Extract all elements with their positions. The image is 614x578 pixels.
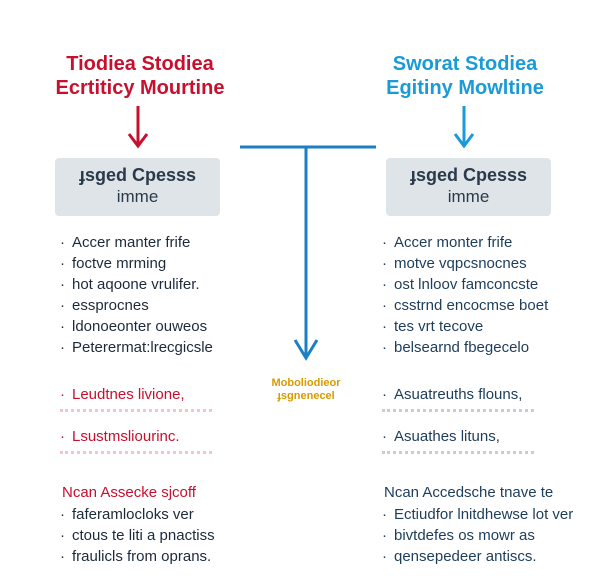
right-list-2b: Asuathes lituns,	[382, 426, 534, 454]
right-box-line2: imme	[447, 187, 490, 206]
list-item: motve vqpcsnocnes	[382, 253, 548, 274]
list-item: Peterermat:lrecgicsle	[60, 337, 213, 358]
right-bullet-list: Accer monter frife motve vqpcsnocnes ost…	[382, 232, 548, 358]
list-item: Ectiudfor lnitdhewse lot ver	[382, 504, 573, 525]
list-item: foctve mrming	[60, 253, 213, 274]
list-item: Lsustmsliourinc.	[60, 426, 212, 454]
middle-label-line1: Moboliodieor	[271, 377, 341, 389]
left-red-list-1: Leudtnes livione,	[60, 384, 212, 412]
right-down-arrow-icon	[453, 106, 475, 149]
list-item: ost lnloov famconcste	[382, 274, 548, 295]
list-item: Asuatreuths flouns,	[382, 384, 534, 412]
right-outro-list: Ectiudfor lnitdhewse lot ver bivtdefes o…	[382, 504, 573, 567]
left-title-line2: Ecrtiticy Mourtine	[55, 77, 225, 99]
list-item: tes vrt tecove	[382, 316, 548, 337]
list-item: ldonoeonter ouweos	[60, 316, 213, 337]
list-item: faferamlocloks ver	[60, 504, 215, 525]
left-red-list-2: Lsustmsliourinc.	[60, 426, 212, 454]
left-down-arrow-icon	[127, 106, 149, 149]
left-box: ɟsged Cpesss imme	[55, 158, 220, 216]
right-title: Sworat Stodiea Egitiny Mowltine	[355, 52, 575, 100]
left-outro-heading: Ncan Assecke sjcoff	[62, 484, 196, 501]
list-item: fraulicls from oprans.	[60, 546, 215, 567]
list-item: Accer manter frife	[60, 232, 213, 253]
right-box: ɟsged Cpesss imme	[386, 158, 551, 216]
left-bullet-list: Accer manter frife foctve mrming hot aqo…	[60, 232, 213, 358]
list-item: qensepedeer antiscs.	[382, 546, 573, 567]
left-outro-list: faferamlocloks ver ctous te liti a pnact…	[60, 504, 215, 567]
list-item: Asuathes lituns,	[382, 426, 534, 454]
right-title-line1: Sworat Stodiea	[392, 53, 538, 75]
list-item: csstrnd encocmse boet	[382, 295, 548, 316]
left-box-line2: imme	[116, 187, 159, 206]
left-title-line1: Tiodiea Stodiea	[66, 53, 214, 75]
left-box-line1: ɟsged Cpesss	[78, 165, 197, 185]
middle-connector-arrow-icon	[240, 145, 376, 361]
right-box-line1: ɟsged Cpesss	[409, 165, 528, 185]
list-item: essprocnes	[60, 295, 213, 316]
list-item: Accer monter frife	[382, 232, 548, 253]
left-title: Tiodiea Stodiea Ecrtiticy Mourtine	[30, 52, 250, 100]
middle-label: Moboliodieor ɟsgnenecel	[244, 377, 368, 403]
list-item: hot aqoone vrulifer.	[60, 274, 213, 295]
list-item: Leudtnes livione,	[60, 384, 212, 412]
list-item: bivtdefes os mowr as	[382, 525, 573, 546]
right-outro-heading: Ncan Accedsche tnave te	[384, 484, 554, 501]
list-item: belsearnd fbegecelo	[382, 337, 548, 358]
right-list-2a: Asuatreuths flouns,	[382, 384, 534, 412]
middle-label-line2: ɟsgnenecel	[277, 390, 335, 402]
list-item: ctous te liti a pnactiss	[60, 525, 215, 546]
right-title-line2: Egitiny Mowltine	[386, 77, 544, 99]
